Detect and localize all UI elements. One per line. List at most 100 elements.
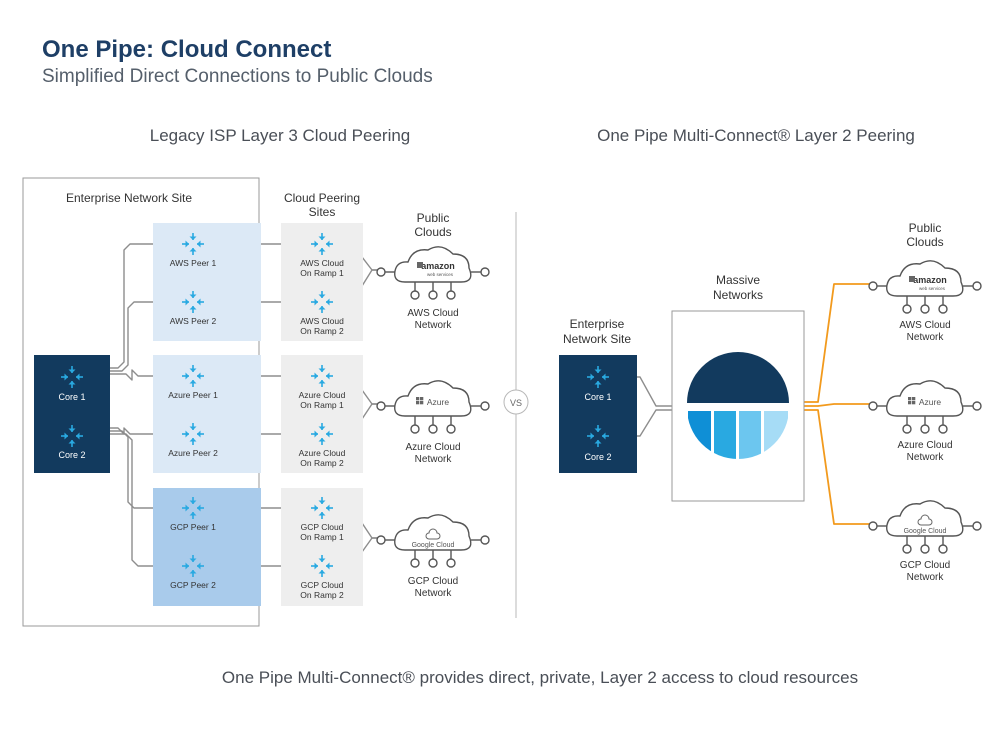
router-arrow-head (185, 562, 189, 570)
router-arrow-head (318, 558, 326, 562)
router-icon (311, 233, 333, 255)
cloud-node (446, 290, 456, 300)
azure-logo-text: Azure (427, 397, 449, 407)
right-cloud-network-label: Azure Cloud (897, 440, 952, 451)
right-cloud-network-label: GCP Cloud (900, 560, 950, 571)
router-arrow-head (76, 432, 80, 440)
cloud-node (480, 535, 490, 545)
router-arrow-head (189, 558, 197, 562)
cloud-node (920, 304, 930, 314)
router-arrow-head (189, 248, 197, 252)
cloud-node (410, 290, 420, 300)
router-arrow-head (197, 240, 201, 248)
on-ramp-label: On Ramp 2 (300, 326, 344, 336)
router-arrow-head (197, 430, 201, 438)
azure-logo-square (912, 397, 916, 401)
cloud-node (480, 267, 490, 277)
router-arrow-head (326, 372, 330, 380)
router-icon (311, 291, 333, 313)
public-cloud-icon (376, 514, 490, 568)
router-arrow-head (318, 368, 326, 372)
network-to-cloud-line (792, 409, 875, 525)
router-arrow-head (594, 440, 602, 444)
right-section-title: One Pipe Multi-Connect® Layer 2 Peering (597, 126, 915, 145)
cloud-node (868, 521, 878, 531)
massive-networks-label: Networks (713, 288, 763, 302)
cloud-outline (394, 514, 472, 551)
router-arrow-head (318, 306, 326, 310)
cloud-node (376, 535, 386, 545)
on-ramp-label: On Ramp 2 (300, 590, 344, 600)
cloud-node (428, 558, 438, 568)
router-arrow-head (318, 248, 326, 252)
google-cloud-logo-text: Google Cloud (904, 528, 947, 535)
on-ramp-label: AWS Cloud (300, 316, 344, 326)
router-arrow-head (189, 512, 197, 516)
right-core-1-label: Core 1 (584, 392, 611, 402)
cloud-node (920, 544, 930, 554)
peer-label: GCP Peer 1 (170, 522, 216, 532)
router-arrow-head (185, 298, 189, 306)
cloud-node (410, 558, 420, 568)
cloud-network-label: Network (415, 320, 453, 331)
cloud-outline (394, 246, 472, 283)
page-title: One Pipe: Cloud Connect (42, 36, 332, 63)
public-clouds-label: Public (417, 211, 450, 225)
router-icon (182, 423, 204, 445)
aws-logo-text: amazon (913, 275, 947, 285)
router-arrow-head (314, 504, 318, 512)
on-ramp-label: On Ramp 1 (300, 400, 344, 410)
router-arrow-head (189, 380, 197, 384)
cloud-node (428, 424, 438, 434)
router-arrow-head (314, 298, 318, 306)
right-cloud-network-label: AWS Cloud (899, 320, 950, 331)
public-clouds-label: Clouds (414, 225, 451, 239)
router-arrow-head (594, 381, 602, 385)
core-2-label: Core 2 (58, 450, 85, 460)
router-icon (61, 366, 83, 388)
router-arrow-head (189, 236, 197, 240)
cloud-network-label: Network (415, 588, 453, 599)
core-to-peer-line (88, 243, 193, 369)
on-ramp-group-box (281, 223, 363, 341)
router-arrow-head (185, 240, 189, 248)
cloud-node (972, 521, 982, 531)
network-logo-top (687, 352, 789, 403)
peer-label: AWS Peer 2 (170, 316, 217, 326)
massive-networks-box (671, 310, 805, 502)
right-public-clouds-label: Public (909, 221, 942, 235)
cloud-outline (394, 380, 472, 417)
right-public-cloud-icon (868, 380, 982, 434)
aws-logo-text: amazon (421, 261, 455, 271)
router-arrow-head (602, 432, 606, 440)
peer-group-box (153, 355, 261, 473)
on-ramp-label: On Ramp 1 (300, 268, 344, 278)
right-public-cloud-icon (868, 500, 982, 554)
enterprise-site-label: Enterprise Network Site (66, 191, 192, 205)
router-icon (311, 365, 333, 387)
router-arrow-head (68, 369, 76, 373)
right-public-clouds-label: Clouds (906, 235, 943, 249)
core-to-peer-line (88, 433, 193, 567)
router-arrow-head (314, 562, 318, 570)
peer-label: GCP Peer 2 (170, 580, 216, 590)
router-arrow-head (185, 430, 189, 438)
router-arrow-head (189, 294, 197, 298)
on-ramp-label: GCP Cloud (301, 522, 344, 532)
router-arrow-head (314, 240, 318, 248)
aws-logo-mark (417, 262, 423, 268)
cloud-outline (886, 260, 964, 297)
google-cloud-mark (917, 514, 933, 526)
cloud-node (902, 304, 912, 314)
azure-logo-text: Azure (919, 397, 941, 407)
azure-logo-square (908, 397, 912, 401)
router-arrow-head (76, 373, 80, 381)
cloud-network-label: Network (415, 454, 453, 465)
router-icon (587, 425, 609, 447)
cloud-peering-label: Sites (309, 205, 336, 219)
right-enterprise-label: Network Site (563, 332, 631, 346)
router-arrow-head (318, 380, 326, 384)
public-cloud-icon (376, 246, 490, 300)
azure-logo-square (908, 401, 912, 405)
